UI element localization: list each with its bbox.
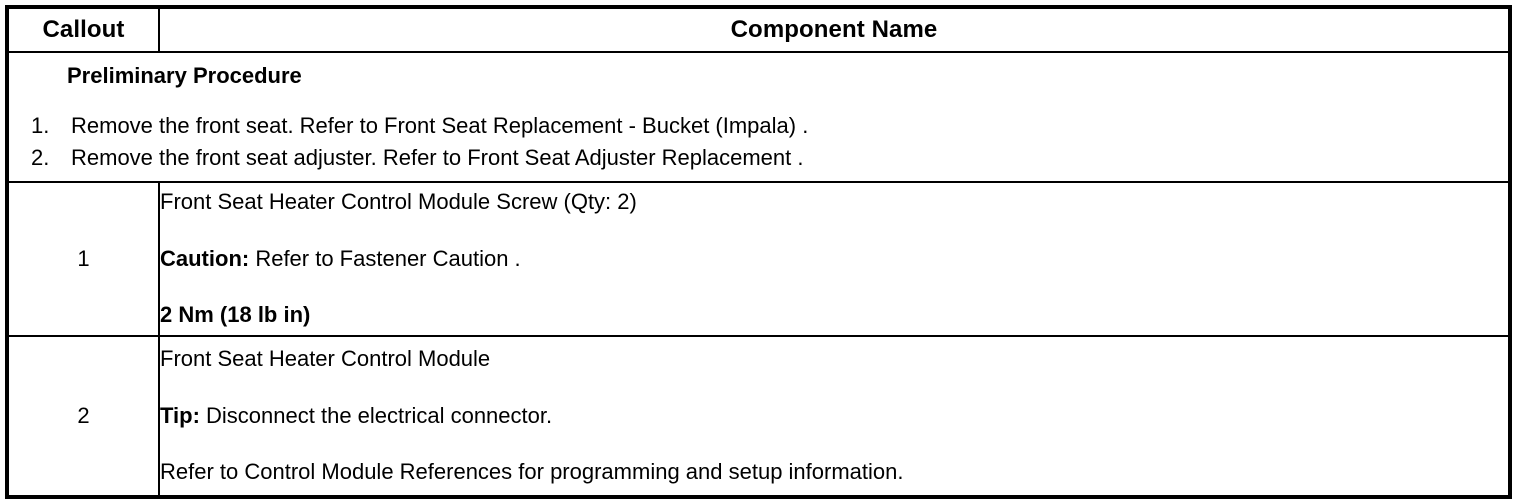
callout-table: Callout Component Name Preliminary Proce… (5, 5, 1512, 499)
callout-number: 2 (6, 335, 160, 498)
header-row: Callout Component Name (7, 7, 1510, 53)
list-item-number: 1. (31, 113, 50, 139)
list-item-text: Remove the front seat. Refer to Front Se… (71, 113, 809, 139)
preliminary-steps-list: 1. Remove the front seat. Refer to Front… (9, 111, 1508, 172)
list-item-text: Remove the front seat adjuster. Refer to… (71, 145, 804, 170)
torque-specification: 2 Nm (18 lb in) (160, 302, 311, 328)
callout-number: 1 (6, 181, 160, 337)
table-header: Callout Component Name (7, 7, 1510, 53)
column-header-callout: Callout (7, 7, 160, 53)
caution-note: Caution: Refer to Fastener Caution . (160, 245, 1508, 274)
reference-note: Refer to Control Module References for p… (160, 459, 904, 485)
preliminary-procedure-row: Preliminary Procedure 1. Remove the fron… (6, 51, 1511, 183)
table-row: 2 Front Seat Heater Control Module Tip: … (6, 335, 1511, 498)
column-header-component-name: Component Name (158, 7, 1510, 53)
tip-text: Disconnect the electrical connector. (199, 402, 553, 428)
caution-text: Refer to Fastener Caution . (249, 245, 521, 271)
preliminary-procedure-title: Preliminary Procedure (67, 63, 302, 89)
component-description-cell: Front Seat Heater Control Module Screw (… (158, 181, 1511, 337)
list-item: 2. Remove the front seat adjuster. Refer… (9, 143, 1508, 173)
tip-note: Tip: Disconnect the electrical connector… (160, 402, 1508, 431)
table-body: Preliminary Procedure 1. Remove the fron… (6, 51, 1511, 498)
list-item-number: 2. (31, 145, 50, 170)
table-row: 1 Front Seat Heater Control Module Screw… (6, 181, 1511, 337)
preliminary-procedure-cell: Preliminary Procedure 1. Remove the fron… (6, 51, 1511, 183)
caution-label: Caution: (160, 245, 250, 271)
list-item: 1. Remove the front seat. Refer to Front… (9, 111, 1508, 141)
component-description-cell: Front Seat Heater Control Module Tip: Di… (158, 335, 1511, 498)
component-name-text: Front Seat Heater Control Module (160, 346, 491, 372)
component-name-text: Front Seat Heater Control Module Screw (… (160, 189, 637, 215)
tip-label: Tip: (160, 402, 200, 428)
